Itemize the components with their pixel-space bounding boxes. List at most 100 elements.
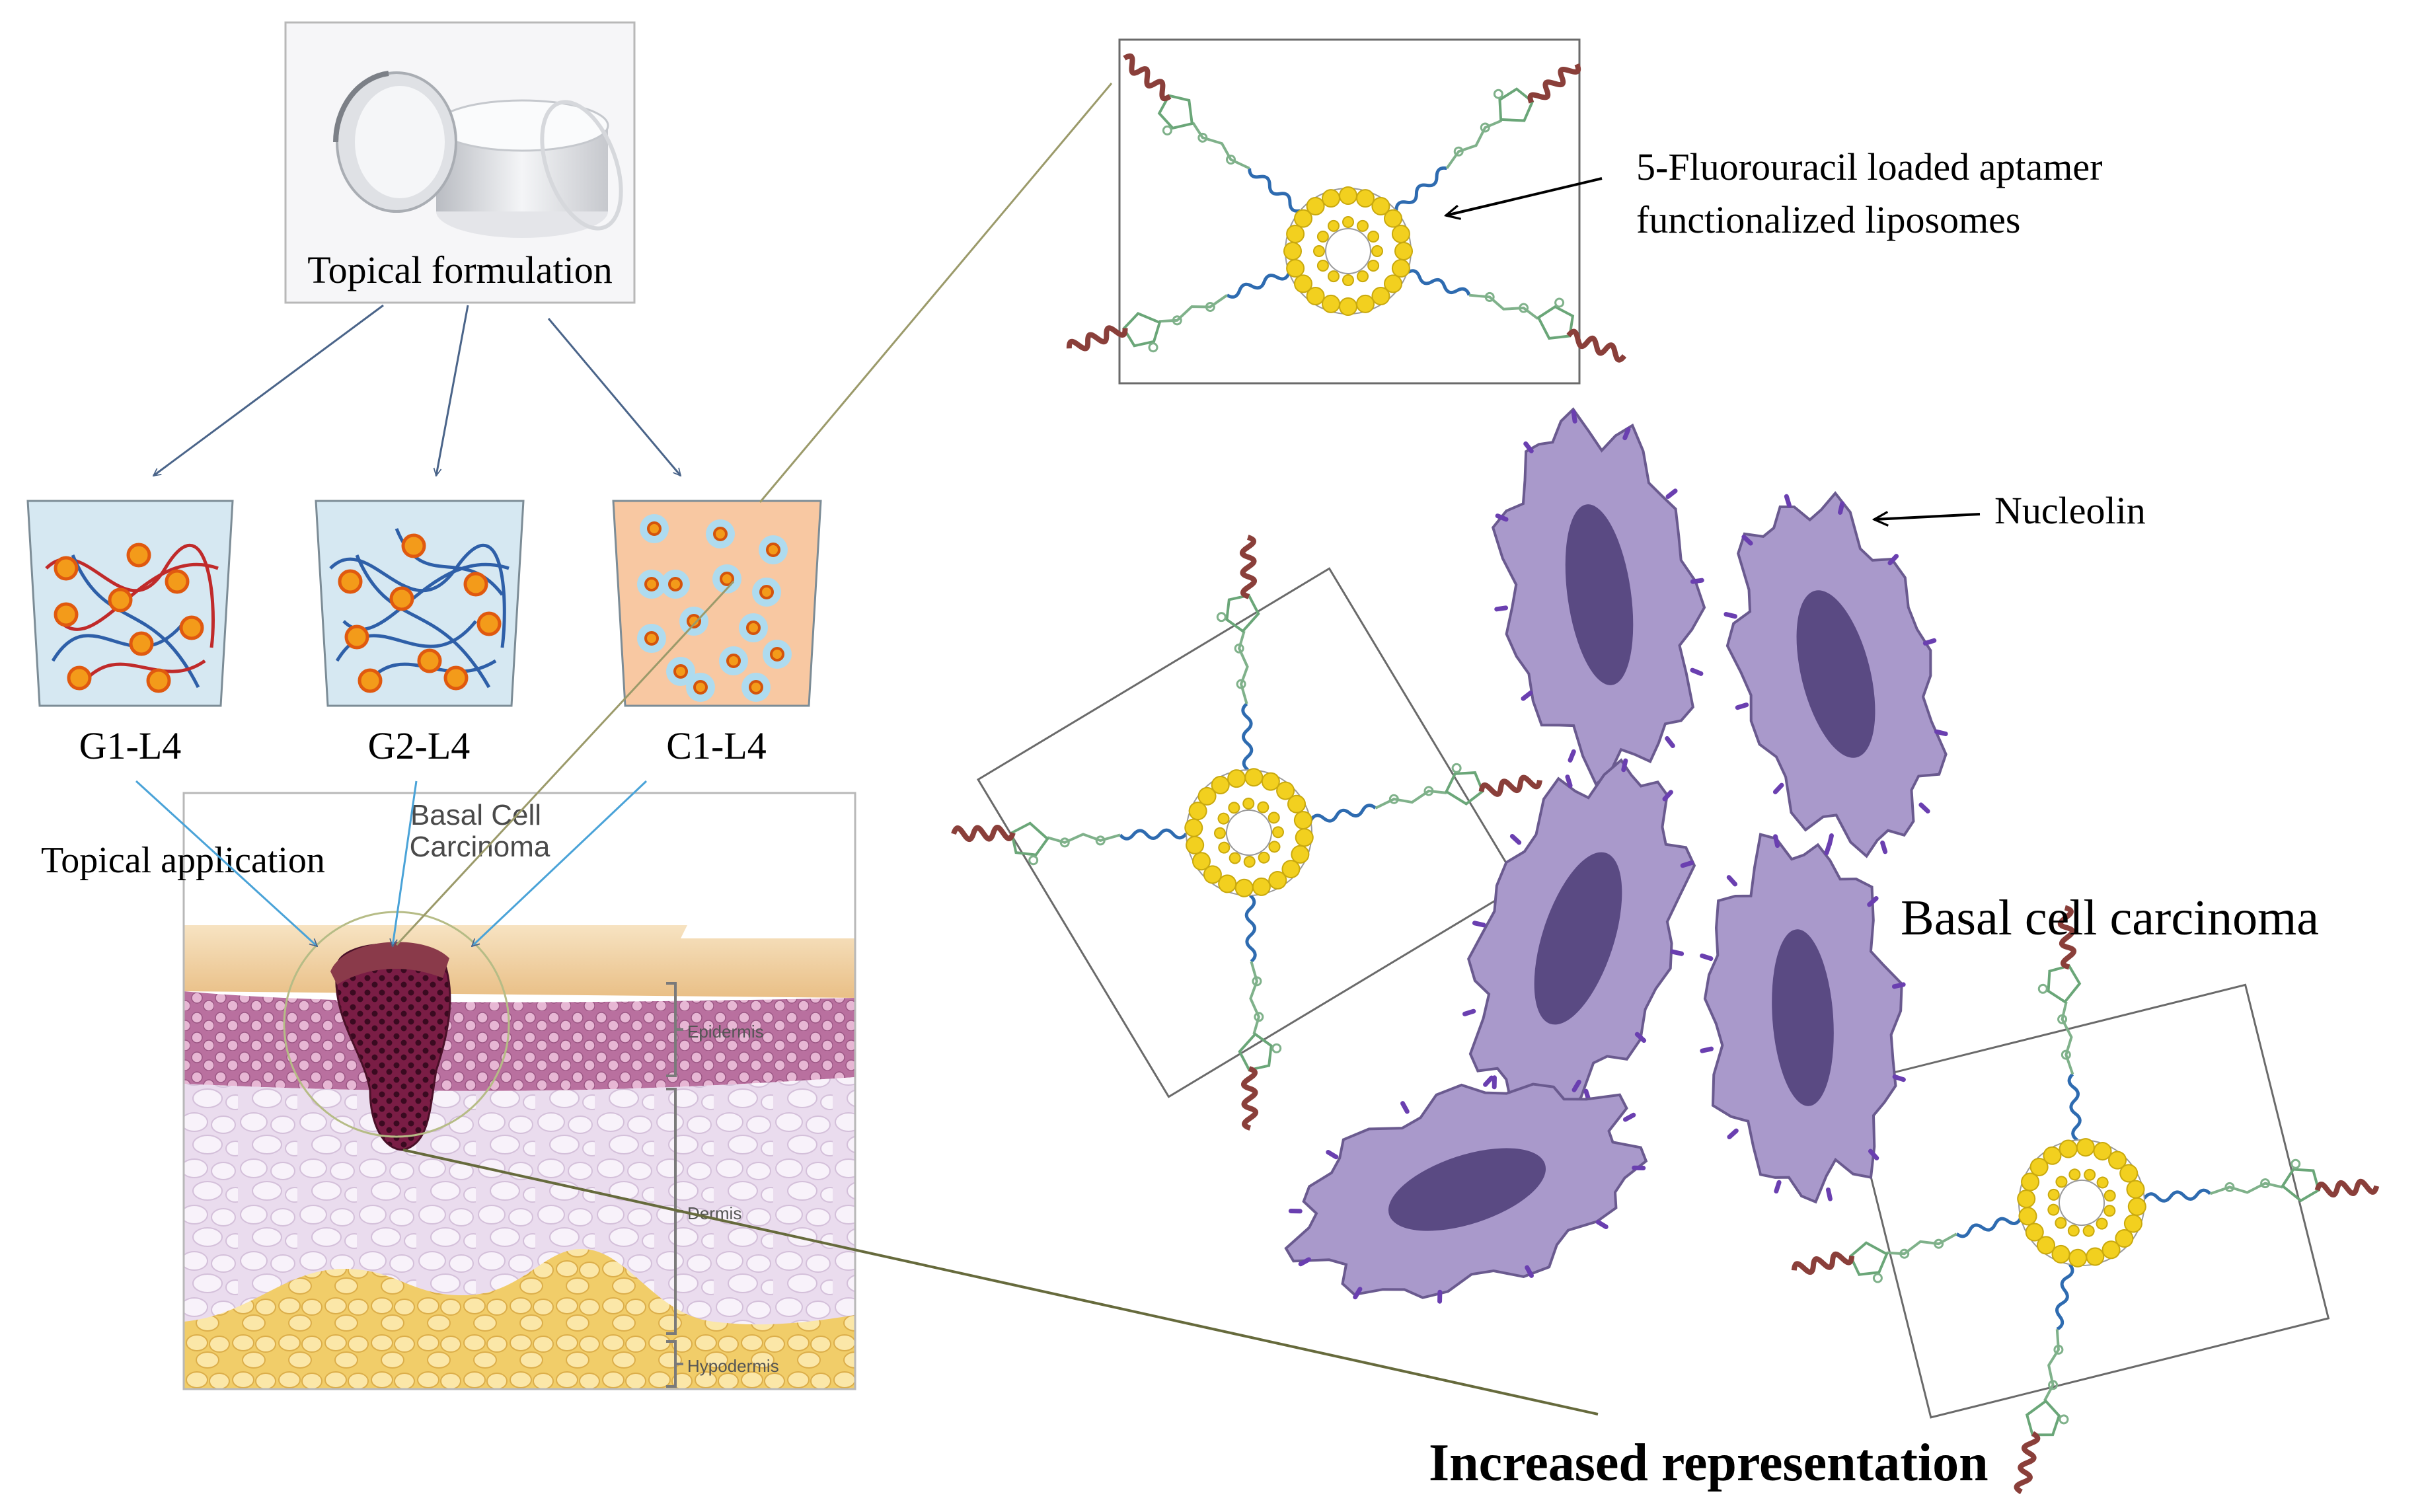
- nucleolin-receptor: [1665, 488, 1678, 499]
- nucleolin-receptor: [1772, 782, 1784, 794]
- zoom-line-c1-to-tumor: [395, 580, 735, 946]
- nucleolin-receptor: [1521, 691, 1533, 701]
- nucleolin-receptor: [1670, 949, 1685, 956]
- nucleolin-receptor: [1774, 1180, 1782, 1194]
- nucleolin-label: Nucleolin: [1994, 489, 2146, 532]
- nucleolin-pointer-arrow: [1874, 514, 1981, 519]
- beaker-c1: [612, 500, 822, 707]
- nucleolin-receptor: [1892, 1074, 1906, 1082]
- formulation-section: Topical formulation: [153, 21, 681, 477]
- nucleolin-receptor: [1700, 953, 1714, 962]
- nucleolin-receptor: [1326, 1150, 1339, 1160]
- cream-jar-illustration: [333, 71, 623, 238]
- increased-representation-label: Increased representation: [1429, 1434, 1988, 1492]
- layer-label-hypodermis: Hypodermis: [687, 1356, 779, 1376]
- nucleolin-receptor: [1353, 1287, 1363, 1300]
- bcc-label-line1: Basal Cell: [410, 799, 541, 831]
- beaker-g1: [26, 500, 234, 707]
- beaker-g2: [315, 500, 525, 707]
- topical-application-label: Topical application: [41, 840, 325, 881]
- nucleolin-receptor: [1741, 534, 1753, 546]
- nucleolin-receptor: [1483, 1075, 1494, 1087]
- cancer-cell: [1723, 491, 1948, 858]
- nucleolin-receptor: [1690, 667, 1704, 676]
- nucleolin-receptor: [1400, 1101, 1410, 1114]
- nucleolin-receptor: [1621, 758, 1628, 773]
- gel-beakers: G1-L4 G2-L4: [26, 500, 822, 767]
- bcc-cells: [1284, 407, 1948, 1304]
- nucleolin-receptor: [1565, 775, 1573, 788]
- arrow-to-c1: [547, 318, 681, 476]
- nucleolin-receptor: [1494, 605, 1509, 612]
- nucleolin-receptor: [1680, 860, 1694, 868]
- lipid-heads: [2017, 1138, 2146, 1267]
- liposome-panel-top: [1066, 40, 1635, 385]
- nucleolin-receptor: [1298, 1257, 1312, 1267]
- liposome-pointer-arrow: [1446, 177, 1603, 215]
- liposome-label-line1: 5-Fluorouracil loaded aptamer: [1636, 145, 2102, 188]
- nucleolin-receptor: [1838, 501, 1845, 515]
- nucleolin-receptor: [1784, 494, 1792, 508]
- bcc-label-line2: Carcinoma: [410, 831, 550, 863]
- nucleolin-receptor: [1288, 1209, 1303, 1214]
- nucleolin-receptor: [1700, 1046, 1714, 1053]
- gel-label-g2: G2-L4: [368, 724, 471, 767]
- nucleolin-receptor: [1825, 1187, 1833, 1201]
- zoom-line-tumor-to-representation: [402, 1149, 1599, 1416]
- lipid-heads: [1283, 186, 1413, 316]
- nucleolin-receptor: [1690, 578, 1704, 584]
- nucleolin-receptor: [1523, 441, 1534, 453]
- nucleolin-receptor: [1571, 410, 1577, 424]
- formulation-label: Topical formulation: [307, 248, 612, 291]
- nucleolin-receptor: [1665, 736, 1675, 749]
- nucleolin-receptor: [1934, 729, 1948, 736]
- nucleolin-receptor: [1492, 1075, 1497, 1090]
- nucleolin-receptor: [1634, 1032, 1647, 1043]
- nucleolin-receptor: [1880, 840, 1888, 854]
- nucleolin-receptor: [1891, 982, 1906, 989]
- cancer-cell: [1491, 407, 1706, 786]
- liposome-label-line2: functionalized liposomes: [1636, 198, 2020, 241]
- liposome-panel-bottom: [1723, 845, 2424, 1512]
- layer-label-epidermis: Epidermis: [687, 1022, 764, 1041]
- nucleolin-receptor: [1495, 513, 1509, 522]
- nucleolin-receptor: [1622, 427, 1631, 441]
- nucleolin-receptor: [1867, 896, 1879, 907]
- cancer-cell: [1284, 1075, 1648, 1304]
- nucleolin-receptor: [1632, 1165, 1646, 1170]
- arrow-to-g1: [153, 304, 384, 477]
- nucleolin-receptor: [1723, 612, 1737, 619]
- nucleolin-receptor: [1922, 638, 1937, 646]
- skin-section: Epidermis Dermis Hypodermis Basal Cell C…: [41, 780, 856, 1390]
- zoom-line-c1-to-liposome: [759, 83, 1113, 503]
- nucleolin-receptor: [1595, 1219, 1609, 1229]
- nucleolin-receptor: [1622, 1112, 1636, 1122]
- nucleolin-receptor: [1568, 749, 1576, 763]
- nucleolin-receptor: [1437, 1289, 1443, 1304]
- nucleolin-receptor: [1572, 1079, 1581, 1092]
- gel-label-c1: C1-L4: [666, 724, 766, 767]
- nucleolin-receptor: [1773, 834, 1780, 849]
- bcc-cells-label: Basal cell carcinoma: [1901, 890, 2319, 946]
- cancer-cell: [1700, 833, 1906, 1204]
- lipid-heads: [1184, 768, 1314, 897]
- nucleolin-receptor: [1918, 802, 1930, 814]
- nucleolin-receptor: [1462, 1008, 1476, 1016]
- nucleolin-receptor: [1662, 790, 1673, 802]
- arrow-c1-to-skin: [472, 780, 648, 946]
- arrow-g1-to-skin: [135, 780, 317, 946]
- nucleolin-receptor: [1525, 1265, 1534, 1278]
- gel-label-g1: G1-L4: [79, 724, 182, 767]
- arrow-g2-to-skin: [393, 780, 418, 946]
- nucleolin-receptor: [1727, 1128, 1739, 1139]
- liposome-panel-middle: [879, 453, 1634, 1203]
- nucleolin-receptor: [1824, 841, 1832, 856]
- nucleolin-receptor: [1868, 1149, 1879, 1160]
- nucleolin-receptor: [1726, 875, 1738, 887]
- nucleolin-receptor: [1735, 702, 1749, 710]
- nucleolin-receptor: [1472, 921, 1486, 928]
- nucleolin-receptor: [1887, 554, 1899, 566]
- nucleolin-receptor: [1509, 833, 1522, 845]
- arrow-to-g2: [436, 305, 469, 476]
